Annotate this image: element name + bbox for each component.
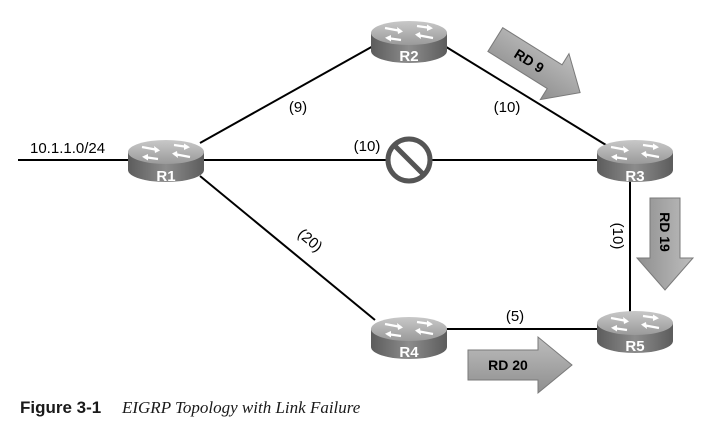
- router-r4-label: R4: [399, 344, 419, 361]
- metric-r4-r5: (5): [506, 308, 524, 325]
- topology-diagram: R1 R2 R3 R4 R5 10.1.1.0/24 (9) (10) (10)…: [18, 19, 695, 395]
- rd-arrow-r3-r5: RD 19: [635, 197, 695, 291]
- router-r2-label: R2: [399, 48, 418, 65]
- figure-title: EIGRP Topology with Link Failure: [121, 398, 361, 417]
- router-r3-label: R3: [625, 168, 644, 185]
- router-r1: R1: [126, 138, 206, 185]
- rd-label-r3-r5: RD 19: [657, 212, 673, 252]
- link-r1-r2: [199, 44, 376, 144]
- metric-r1-r4: (20): [294, 225, 325, 255]
- router-r1-label: R1: [156, 168, 175, 185]
- metric-r2-r3: (10): [494, 99, 521, 116]
- router-r2: R2: [369, 19, 449, 65]
- router-r5: R5: [595, 309, 675, 355]
- rd-arrow-r2-r3: RD 9: [487, 27, 581, 101]
- router-r4: R4: [369, 315, 449, 361]
- link-failure-icon: [385, 136, 433, 184]
- metric-r1-r2: (9): [289, 99, 307, 116]
- rd-arrow-r4-r5: RD 20: [467, 335, 573, 395]
- link-r1-r4: [199, 175, 376, 321]
- metric-r1-r3: (10): [354, 138, 381, 155]
- router-r5-label: R5: [625, 338, 644, 355]
- figure-caption: Figure 3-1 EIGRP Topology with Link Fail…: [20, 398, 360, 418]
- network-label: 10.1.1.0/24: [30, 140, 105, 157]
- figure-number: Figure 3-1: [20, 398, 102, 417]
- metric-r3-r5: (10): [609, 223, 626, 250]
- router-r3: R3: [595, 138, 675, 185]
- link-r2-r3: [442, 44, 607, 146]
- rd-label-r4-r5: RD 20: [488, 357, 528, 373]
